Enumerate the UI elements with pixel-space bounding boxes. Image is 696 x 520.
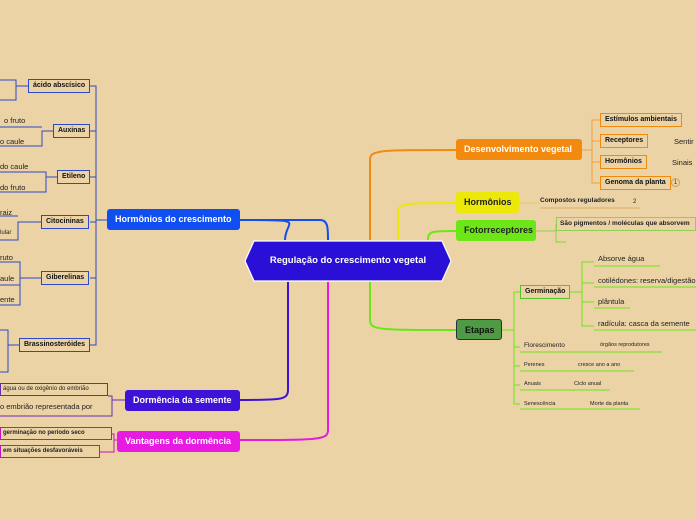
leaf-orgaos-reprodutores[interactable]: órgãos reprodutores [600, 342, 650, 348]
leaf-giberelinas-2[interactable]: aule [0, 274, 15, 283]
node-hormonios-desenvolvimento[interactable]: Hormônios [600, 155, 647, 169]
leaf-dormencia-1[interactable]: água ou de oxigênio do embrião [0, 383, 108, 396]
node-florescimento[interactable]: Florescimento [524, 342, 565, 349]
central-topic[interactable]: Regulação do crescimento vegetal [244, 240, 452, 282]
node-etileno[interactable]: Etileno [57, 170, 91, 184]
branch-desenvolvimento-vegetal[interactable]: Desenvolvimento vegetal [456, 139, 582, 160]
node-auxinas[interactable]: Auxinas [53, 124, 91, 138]
leaf-absorve-agua[interactable]: Absorve água [598, 254, 645, 263]
branch-fotorreceptores[interactable]: Fotorreceptores [456, 220, 536, 241]
node-anuais[interactable]: Anuais [524, 381, 541, 387]
node-genoma-planta[interactable]: Genoma da planta [600, 176, 671, 190]
branch-dormencia-semente[interactable]: Dormência da semente [125, 390, 240, 411]
leaf-auxinas-1[interactable]: o fruto [4, 116, 26, 125]
leaf-cresce-ano[interactable]: cresce ano a ano [578, 362, 621, 368]
node-receptores[interactable]: Receptores [600, 134, 649, 148]
leaf-vantagens-2[interactable]: em situações desfavoráveis [0, 445, 100, 458]
leaf-morte-planta[interactable]: Morte da planta [590, 401, 629, 407]
node-perenes[interactable]: Perenes [524, 362, 545, 368]
count-badge-genoma: 1 [671, 178, 680, 187]
branch-hormonios-crescimento[interactable]: Hormônios do crescimento [107, 209, 240, 230]
leaf-citocininas-2[interactable]: lular [0, 230, 12, 236]
leaf-radicula[interactable]: radícula: casca da semente [598, 319, 690, 328]
leaf-vantagens-1[interactable]: germinação no período seco [0, 427, 112, 440]
node-senescencia[interactable]: Senescência [524, 401, 556, 407]
node-acido-abscisico[interactable]: ácido abscísico [28, 79, 91, 93]
node-germinacao[interactable]: Germinação [520, 285, 571, 299]
leaf-etileno-1[interactable]: do caule [0, 162, 29, 171]
leaf-auxinas-2[interactable]: o caule [0, 137, 25, 146]
leaf-giberelinas-3[interactable]: ente [0, 295, 15, 304]
branch-etapas[interactable]: Etapas [456, 319, 502, 340]
node-citocininas[interactable]: Citocininas [41, 215, 89, 229]
count-badge-compostos: 2 [633, 199, 637, 205]
central-topic-label: Regulação do crescimento vegetal [269, 255, 427, 266]
leaf-etileno-2[interactable]: do fruto [0, 183, 26, 192]
leaf-plantula[interactable]: plântula [598, 297, 625, 306]
leaf-sentir[interactable]: Sentir [674, 137, 694, 146]
branch-vantagens-dormencia[interactable]: Vantagens da dormência [117, 431, 240, 452]
leaf-ciclo-anual[interactable]: Ciclo anual [574, 381, 602, 387]
leaf-cotiledones[interactable]: cotilédones: reserva/digestão [598, 276, 696, 285]
leaf-giberelinas-1[interactable]: ruto [0, 253, 13, 262]
leaf-citocininas-1[interactable]: raiz [0, 208, 13, 217]
central-topic-shape [244, 240, 452, 282]
leaf-sinais[interactable]: Sinais [672, 158, 693, 167]
node-estimulos-ambientais[interactable]: Estímulos ambientais [600, 113, 682, 127]
node-brassinosteroides[interactable]: Brassinosteróides [19, 338, 91, 352]
leaf-dormencia-2[interactable]: o embrião representada por [0, 402, 93, 411]
node-sao-pigmentos[interactable]: São pigmentos / moléculas que absorvem [556, 217, 696, 231]
branch-hormonios[interactable]: Hormônios [456, 192, 519, 213]
node-giberelinas[interactable]: Giberelinas [41, 271, 90, 285]
node-compostos-reguladores[interactable]: Compostos reguladores [540, 197, 615, 204]
